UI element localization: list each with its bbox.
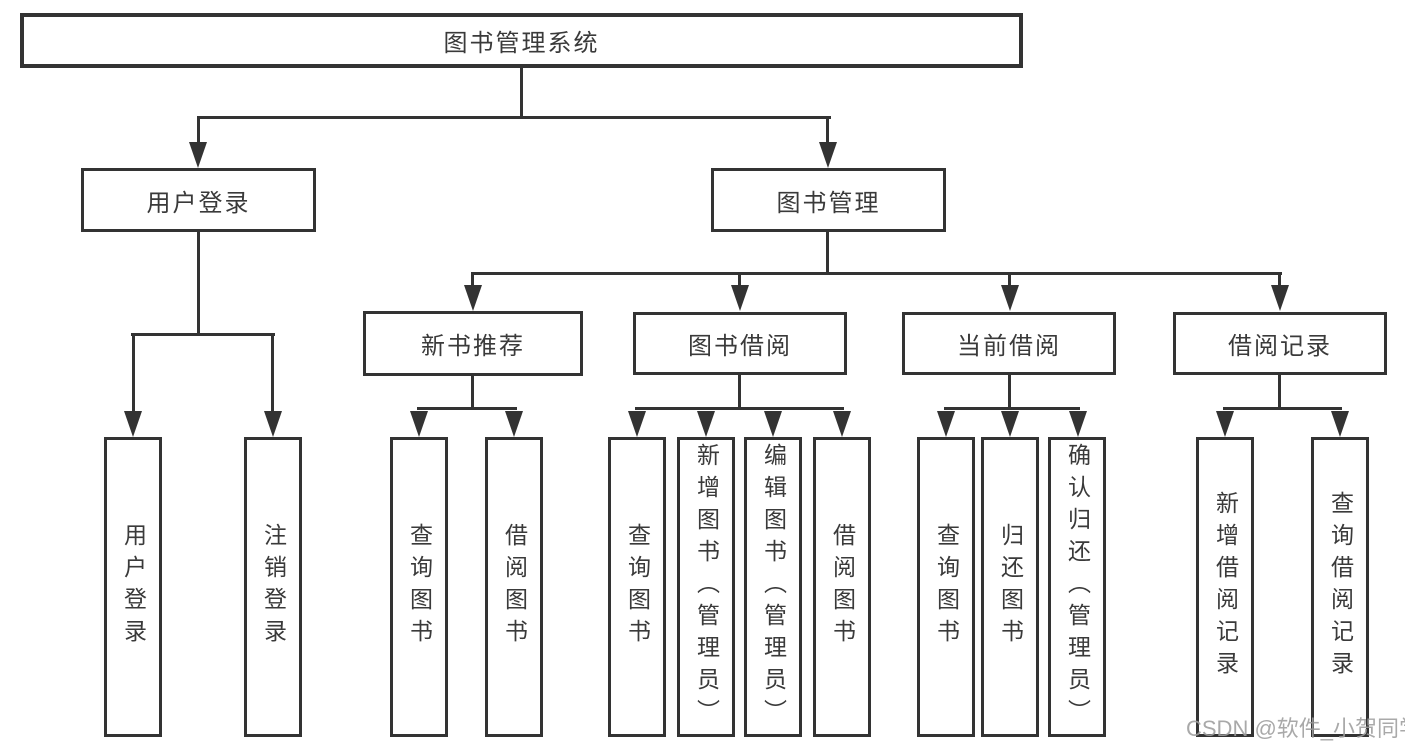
leaf-query-book-current: 查询图书 [917,437,975,737]
arrowhead-icon [1216,411,1234,437]
connector-current-borrow-stem [1008,374,1011,410]
leaf-label: 用户登录 [120,523,147,651]
connector-level3-drop [1278,272,1281,290]
leaf-label: 编辑图书（管理员） [760,443,787,731]
arrowhead-icon [410,411,428,437]
connector-book-borrow-stem [738,373,741,410]
node-new-book-recommend: 新书推荐 [363,311,583,376]
leaf-label: 借阅图书 [501,523,528,651]
arrowhead-icon [937,411,955,437]
node-borrow-records: 借阅记录 [1173,312,1387,375]
arrowhead-icon [505,411,523,437]
leaf-borrow-book-recommend: 借阅图书 [485,437,543,737]
arrowhead-icon [264,411,282,437]
leaf-confirm-return-admin: 确认归还（管理员） [1048,437,1106,737]
arrowhead-icon [697,411,715,437]
watermark: CSDN @软件_小贺同学 [1186,716,1405,741]
leaf-borrow-book: 借阅图书 [813,437,871,737]
arrowhead-icon [1271,285,1289,311]
connector-user-login-stem [197,230,200,336]
leaf-label: 注销登录 [260,523,287,651]
node-book-borrow: 图书借阅 [633,312,847,375]
node-label: 当前借阅 [957,333,1061,360]
node-book-management: 图书管理 [711,168,946,232]
node-label: 图书借阅 [688,333,792,360]
leaf-label: 新增图书（管理员） [693,443,720,731]
leaf-label: 归还图书 [997,523,1024,651]
connector-current-borrow-rail [944,407,1080,410]
leaf-label: 查询借阅记录 [1327,491,1354,683]
connector-book-borrow-rail [635,407,844,410]
arrowhead-icon [1069,411,1087,437]
leaf-user-login: 用户登录 [104,437,162,737]
arrowhead-icon [1001,285,1019,311]
leaf-label: 确认归还（管理员） [1064,443,1091,731]
leaf-label: 查询图书 [933,523,960,651]
arrowhead-icon [819,142,837,168]
connector-borrow-record-rail [1223,407,1342,410]
leaf-logout: 注销登录 [244,437,302,737]
connector-root-stem [520,66,523,119]
node-library-system: 图书管理系统 [20,13,1023,68]
connector-new-book-rail [417,407,517,410]
leaf-label: 查询图书 [406,523,433,651]
connector-leaf-drop [132,333,135,415]
arrowhead-icon [464,285,482,311]
connector-leaf-drop [271,333,274,415]
node-label: 图书管理 [776,189,881,217]
arrowhead-icon [189,142,207,168]
connector-level3-rail [471,272,1282,275]
leaf-return-book: 归还图书 [981,437,1039,737]
leaf-query-book-borrow: 查询图书 [608,437,666,737]
connector-user-login-drop [197,116,200,146]
arrowhead-icon [1331,411,1349,437]
connector-level3-drop [738,272,741,290]
node-label: 图书管理系统 [443,30,600,57]
leaf-edit-book-admin: 编辑图书（管理员） [744,437,802,737]
arrowhead-icon [124,411,142,437]
connector-level3-drop [471,272,474,290]
leaf-add-book-admin: 新增图书（管理员） [677,437,735,737]
connector-book-mgmt-stem [826,230,829,275]
node-label: 借阅记录 [1228,333,1332,360]
node-user-login: 用户登录 [81,168,316,232]
leaf-label: 新增借阅记录 [1212,491,1239,683]
arrowhead-icon [628,411,646,437]
leaf-label: 查询图书 [624,523,651,651]
connector-book-mgmt-drop [826,116,829,146]
connector-new-book-stem [471,374,474,410]
leaf-query-borrow-record: 查询借阅记录 [1311,437,1369,737]
connector-user-login-rail [131,333,275,336]
leaf-add-borrow-record: 新增借阅记录 [1196,437,1254,737]
leaf-query-book-recommend: 查询图书 [390,437,448,737]
connector-level2-rail [197,116,831,119]
arrowhead-icon [833,411,851,437]
arrowhead-icon [764,411,782,437]
arrowhead-icon [1001,411,1019,437]
connector-borrow-record-stem [1278,374,1281,410]
connector-level3-drop [1008,272,1011,290]
arrowhead-icon [731,285,749,311]
node-current-borrow: 当前借阅 [902,312,1116,375]
node-label: 用户登录 [146,189,251,217]
node-label: 新书推荐 [421,333,525,360]
leaf-label: 借阅图书 [829,523,856,651]
